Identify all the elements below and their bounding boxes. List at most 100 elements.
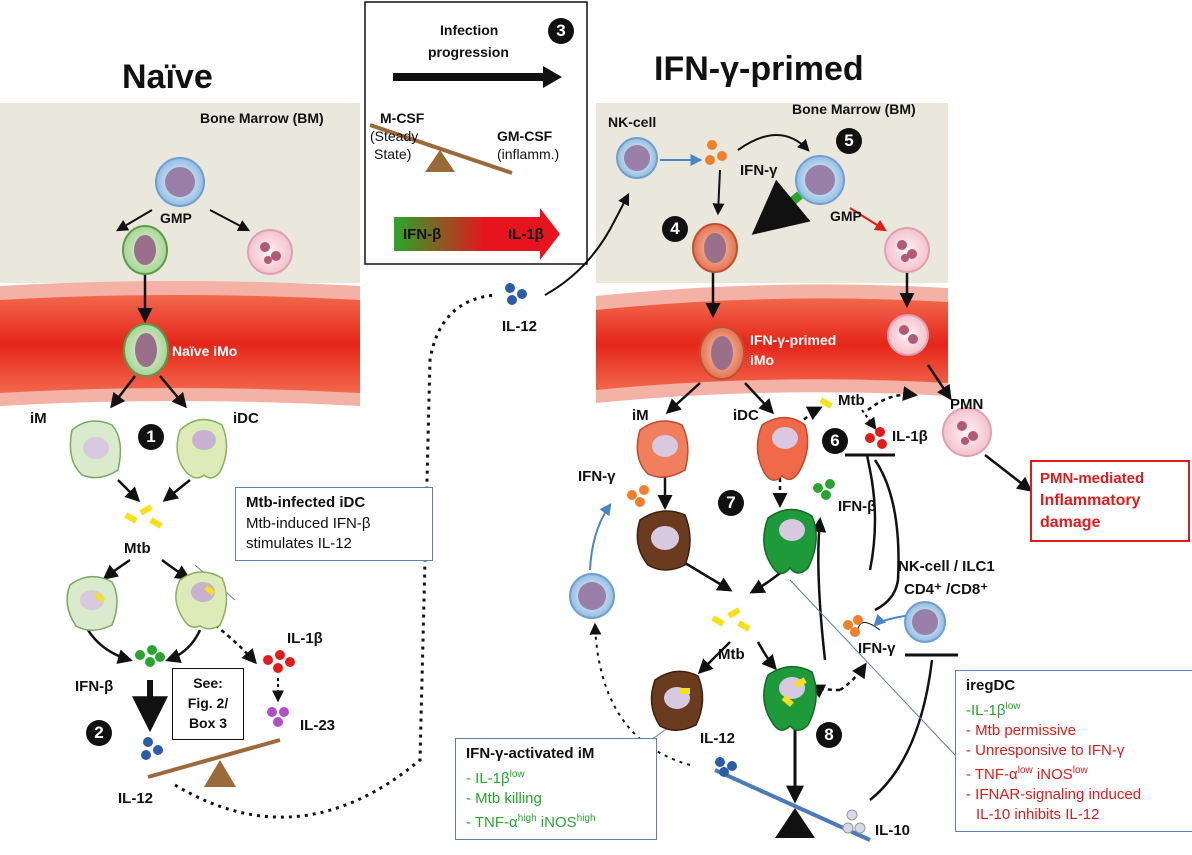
primed-imo-label1: IFN-γ-primed [750,332,837,348]
pmn-box-line3: damage [1040,514,1101,531]
see-fig-box: See: Fig. 2/ Box 3 [172,668,244,740]
infected-idc-line2: stimulates IL-12 [246,535,352,552]
ifnb-cluster-left [135,645,165,667]
bm-label-left: Bone Marrow (BM) [200,110,324,126]
activated-im-box: IFN-γ-activated iM - IL-1βlow - Mtb kill… [455,738,657,840]
badge-4: 4 [662,216,688,242]
gmp-label-left: GMP [160,210,192,226]
iregdc-title: iregDC [966,677,1016,694]
neutrophil-cell-right [884,227,930,273]
ifng-cluster-top [705,140,727,165]
infected-idc-title: Mtb-infected iDC [246,494,366,511]
pmn-label: PMN [950,396,984,413]
mtb-cluster-right [711,607,751,632]
gmcsf-label: GM-CSF [497,128,553,144]
ifnb-cluster-right [813,479,835,500]
inflamm-label: (inflamm.) [497,146,560,162]
ifnb-label-left: IFN-β [75,678,114,695]
nk-cell-top [616,137,658,179]
il1b-label-right: IL-1β [892,428,928,445]
state-label: State) [374,146,412,162]
badge-1: 1 [138,424,164,450]
il10-il12-fulcrum [775,808,815,838]
il12-cluster-middle [505,283,527,305]
nk-cell-label: NK-cell [608,114,657,130]
nk-cell-left-loop [569,573,615,619]
see-line2: Fig. 2/ [187,695,229,711]
im-label-right: iM [632,407,649,424]
ifng-label-top: IFN-γ [740,162,778,179]
badge-5: 5 [836,128,862,154]
idc-cell-right [756,416,809,481]
il12-label-left: IL-12 [118,790,154,807]
mtb-cluster-left [124,504,163,529]
im-cell-left [69,420,122,479]
mtb-label-right: Mtb [718,646,745,663]
pmn-cell [942,407,992,457]
il23-label: IL-23 [300,717,336,734]
il10-cluster [842,809,866,834]
see-line3: Box 3 [188,715,228,731]
iregdc-l3: - Unresponsive to IFN-γ [966,742,1125,759]
gmp-cell-left [155,157,205,207]
ifnb-gradient-label: IFN-β [403,226,442,243]
im-cell-right [636,420,689,478]
nk-ilc-label: NK-cell / ILC1 [898,558,995,575]
ifng-cluster-mid [843,615,863,637]
iregdc-l2: - Mtb permissive [966,722,1077,739]
il12-label-right: IL-12 [700,730,736,747]
neutrophil-cell-left [247,229,293,275]
ifnb-il1b-gradient-arrow [394,208,560,260]
mtb-top-right [819,397,833,409]
naive-title: Naïve [122,58,213,96]
im-label-left: iM [30,410,47,427]
badge-8: 8 [816,722,842,748]
blood-vessel-right [596,284,948,403]
il12-label-middle: IL-12 [502,318,538,335]
badge-3: 3 [548,18,574,44]
idc-cell-left [176,418,228,479]
il1b-cluster-right [865,427,887,449]
il1b-cluster-left [263,650,295,673]
ifng-label-left: IFN-γ [578,468,616,485]
activated-im-l3: - TNF-αhigh iNOShigh [466,813,596,831]
infection-label: Infection [440,22,499,38]
il1b-gradient-label: IL-1β [508,226,544,243]
csf-seesaw [369,123,513,175]
ifng-label-mid: IFN-γ [858,640,896,657]
bm-label-right: Bone Marrow (BM) [792,101,916,117]
left-seesaw [147,738,281,779]
mtb-label-top-right: Mtb [838,392,865,409]
primed-imo-cell [699,326,745,380]
mcsf-label: M-CSF [380,110,425,126]
infected-idc-left [175,571,228,630]
infected-activated-im [650,670,704,731]
iregdc-cell [763,508,817,575]
gmp-label-right: GMP [830,208,862,224]
seesaw-fulcrum [425,150,455,172]
ifng-cluster-left [627,485,649,507]
pmn-damage-box: PMN-mediated Inflammatory damage [1030,460,1190,542]
see-line1: See: [193,675,223,691]
il23-cluster [267,707,289,727]
naive-imo-cell [123,323,169,377]
il12-cluster-left [141,737,163,760]
infected-idc-line1: Mtb-induced IFN-β [246,515,371,532]
primed-imo-label2: iMo [750,352,775,368]
ifnb-label-right: IFN-β [838,498,877,515]
idc-label-right: iDC [733,407,759,424]
activated-im-cell [636,510,691,571]
badge-6: 6 [822,428,848,454]
iregdc-l1: -IL-1βlow [966,701,1021,719]
activated-im-title: IFN-γ-activated iM [466,745,595,762]
il12-cluster-right [715,757,737,777]
mtb-label-left: Mtb [124,540,151,557]
pmn-box-line1: PMN-mediated [1040,470,1145,487]
il10-label: IL-10 [875,822,911,839]
infected-iregdc-cell [763,666,817,731]
nk-ilc-cell [904,601,946,643]
activated-im-l2: - Mtb killing [466,790,542,807]
cd-label: CD4⁺ /CD8⁺ [904,581,989,598]
primed-monocyte-cell [692,223,738,273]
